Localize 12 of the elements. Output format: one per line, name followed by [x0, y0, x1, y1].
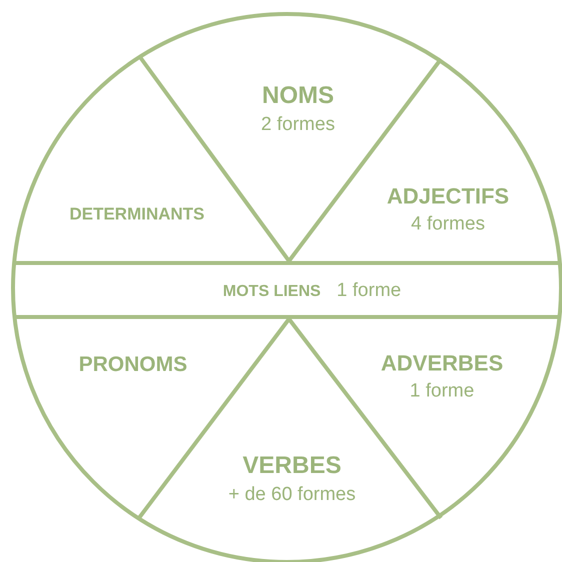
- segment-note: 4 formes: [410, 212, 486, 236]
- segment-note: 1 forme: [336, 279, 402, 304]
- segment-note: 2 formes: [261, 113, 335, 138]
- segment-heading: MOTS LIENS: [222, 282, 321, 302]
- segment-heading: DETERMINANTS: [69, 204, 205, 226]
- segment-note: + de 60 formes: [228, 483, 356, 508]
- segment-heading: NOMS: [261, 80, 335, 111]
- segment-heading: VERBES: [242, 450, 342, 481]
- segment-heading: PRONOMS: [78, 352, 188, 378]
- segment-heading: ADVERBES: [380, 349, 504, 378]
- segment-note: 1 forme: [408, 379, 476, 404]
- segment-heading: ADJECTIFS: [386, 182, 510, 210]
